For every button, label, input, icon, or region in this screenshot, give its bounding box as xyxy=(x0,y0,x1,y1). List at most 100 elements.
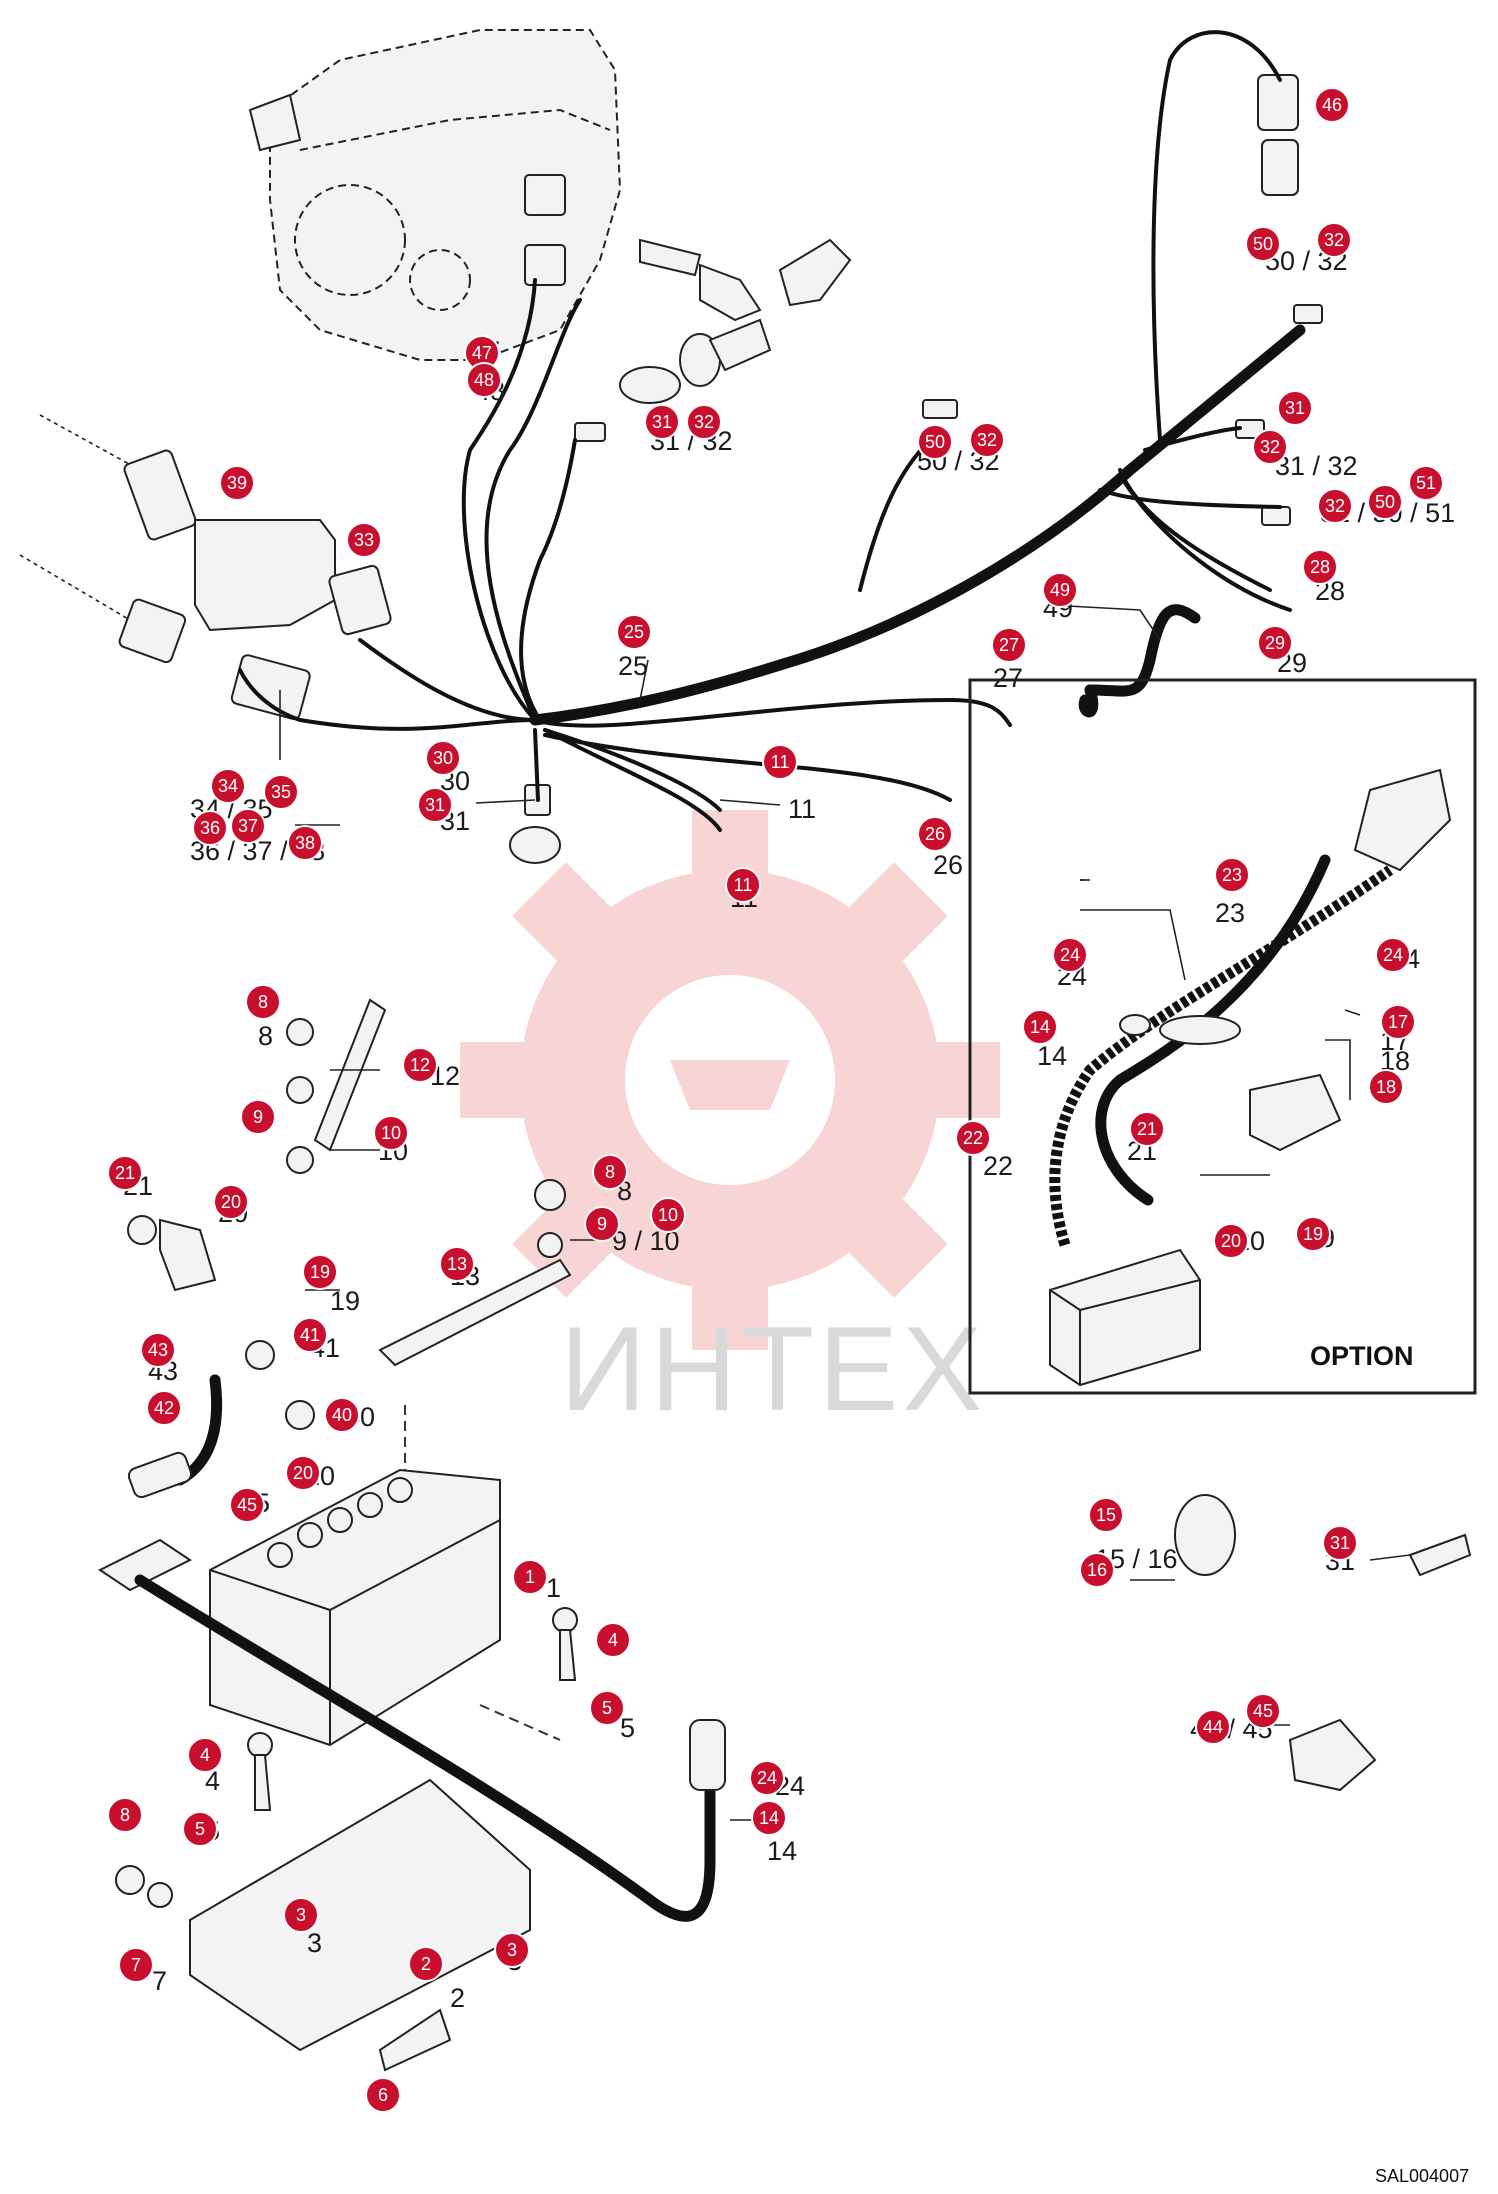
callout-10-b: 10 xyxy=(650,1197,686,1233)
callout-51: 51 xyxy=(1408,465,1444,501)
svg-text:32: 32 xyxy=(977,430,997,450)
callout-37: 37 xyxy=(230,808,266,844)
callout-14-b: 14 xyxy=(1022,1009,1058,1045)
callout-35: 35 xyxy=(263,774,299,810)
svg-text:8: 8 xyxy=(120,1805,130,1825)
svg-text:11: 11 xyxy=(771,752,790,772)
svg-text:14: 14 xyxy=(1030,1017,1050,1037)
watermark-gear-icon xyxy=(460,810,1000,1350)
callout-15: 15 xyxy=(1088,1497,1124,1533)
callout-24-b: 24 xyxy=(1052,937,1088,973)
fitting-parts xyxy=(619,238,852,404)
callout-19-b: 19 xyxy=(1295,1216,1331,1252)
svg-text:46: 46 xyxy=(1322,95,1342,115)
svg-text:32: 32 xyxy=(1325,496,1345,516)
callout-8-b: 8 xyxy=(592,1154,628,1190)
svg-text:2: 2 xyxy=(421,1954,431,1974)
svg-text:10: 10 xyxy=(658,1205,678,1225)
callout-11-b: 11 xyxy=(725,867,761,903)
svg-text:21: 21 xyxy=(115,1163,135,1183)
svg-text:30: 30 xyxy=(433,748,453,768)
svg-text:34: 34 xyxy=(218,776,238,796)
label-7: 7 xyxy=(152,1966,167,1996)
callout-8-a: 8 xyxy=(245,984,281,1020)
option-box: OPTION xyxy=(968,678,1477,1395)
svg-text:50: 50 xyxy=(1253,234,1273,254)
callout-41: 41 xyxy=(292,1317,328,1353)
callout-39: 39 xyxy=(219,465,255,501)
svg-text:37: 37 xyxy=(238,816,258,836)
callout-44: 44 xyxy=(1195,1709,1231,1745)
svg-text:40: 40 xyxy=(332,1405,352,1425)
callout-34: 34 xyxy=(210,768,246,804)
svg-text:21: 21 xyxy=(1137,1119,1157,1139)
callout-6: 6 xyxy=(365,2077,401,2113)
reference-code: SAL004007 xyxy=(1375,2166,1469,2186)
svg-text:24: 24 xyxy=(1383,945,1403,965)
svg-text:29: 29 xyxy=(1265,633,1285,653)
callout-38: 38 xyxy=(287,825,323,861)
svg-text:10: 10 xyxy=(381,1123,401,1143)
callout-40: 40 xyxy=(324,1397,360,1433)
callout-7: 7 xyxy=(118,1947,154,1983)
callout-21-b: 21 xyxy=(1129,1111,1165,1147)
svg-text:13: 13 xyxy=(447,1254,467,1274)
svg-text:32: 32 xyxy=(1260,437,1280,457)
callout-9-b: 9 xyxy=(584,1206,620,1242)
svg-text:22: 22 xyxy=(963,1128,983,1148)
callout-32-right2: 32 xyxy=(1317,488,1353,524)
watermark-text: ИНТЕХ xyxy=(560,1302,986,1436)
svg-text:50: 50 xyxy=(925,432,945,452)
label-5-a: 5 xyxy=(620,1713,635,1743)
svg-text:28: 28 xyxy=(1310,557,1330,577)
callout-5-b: 5 xyxy=(182,1811,218,1847)
callout-9-a: 9 xyxy=(240,1099,276,1135)
svg-text:4: 4 xyxy=(608,1630,618,1650)
svg-text:12: 12 xyxy=(410,1055,430,1075)
label-14-a: 14 xyxy=(767,1836,797,1866)
callout-29: 29 xyxy=(1257,625,1293,661)
label-2: 2 xyxy=(450,1983,465,2013)
callout-16: 16 xyxy=(1079,1552,1115,1588)
callout-2: 2 xyxy=(408,1946,444,1982)
wiring-harness xyxy=(238,30,1306,832)
label-1: 1 xyxy=(546,1573,561,1603)
svg-text:20: 20 xyxy=(293,1463,313,1483)
svg-text:32: 32 xyxy=(694,412,714,432)
svg-text:49: 49 xyxy=(1050,580,1070,600)
callouts: 46 50 32 47 48 31 32 50 32 31 32 32 50 5… xyxy=(107,87,1444,2113)
svg-text:27: 27 xyxy=(999,635,1019,655)
svg-text:7: 7 xyxy=(131,1955,141,1975)
svg-text:6: 6 xyxy=(378,2085,388,2105)
svg-text:19: 19 xyxy=(310,1262,330,1282)
svg-text:45: 45 xyxy=(1253,1701,1273,1721)
svg-text:14: 14 xyxy=(759,1808,779,1828)
svg-text:31: 31 xyxy=(1330,1533,1350,1553)
svg-text:31: 31 xyxy=(425,795,445,815)
callout-25: 25 xyxy=(616,614,652,650)
callout-4-a: 4 xyxy=(595,1622,631,1658)
svg-text:32: 32 xyxy=(1324,230,1344,250)
svg-text:15: 15 xyxy=(1096,1505,1116,1525)
svg-text:8: 8 xyxy=(258,992,268,1012)
svg-text:4: 4 xyxy=(200,1745,210,1765)
svg-text:9: 9 xyxy=(597,1214,607,1234)
svg-text:31: 31 xyxy=(1285,398,1305,418)
svg-text:20: 20 xyxy=(221,1192,241,1212)
callout-31-mid: 31 xyxy=(644,404,680,440)
svg-text:31: 31 xyxy=(652,412,672,432)
svg-text:50: 50 xyxy=(1375,492,1395,512)
callout-12: 12 xyxy=(402,1047,438,1083)
callout-47: 47 xyxy=(464,335,500,371)
callout-43: 43 xyxy=(140,1332,176,1368)
callout-8-c: 8 xyxy=(107,1797,143,1833)
option-label: OPTION xyxy=(1310,1341,1414,1371)
callout-10-a: 10 xyxy=(373,1115,409,1151)
label-27: 27 xyxy=(993,663,1023,693)
callout-50-right: 50 xyxy=(1367,484,1403,520)
svg-text:9: 9 xyxy=(253,1107,263,1127)
callout-45-a: 45 xyxy=(229,1487,265,1523)
callout-19-a: 19 xyxy=(302,1254,338,1290)
label-3-a: 3 xyxy=(307,1928,322,1958)
label-26: 26 xyxy=(933,850,963,880)
